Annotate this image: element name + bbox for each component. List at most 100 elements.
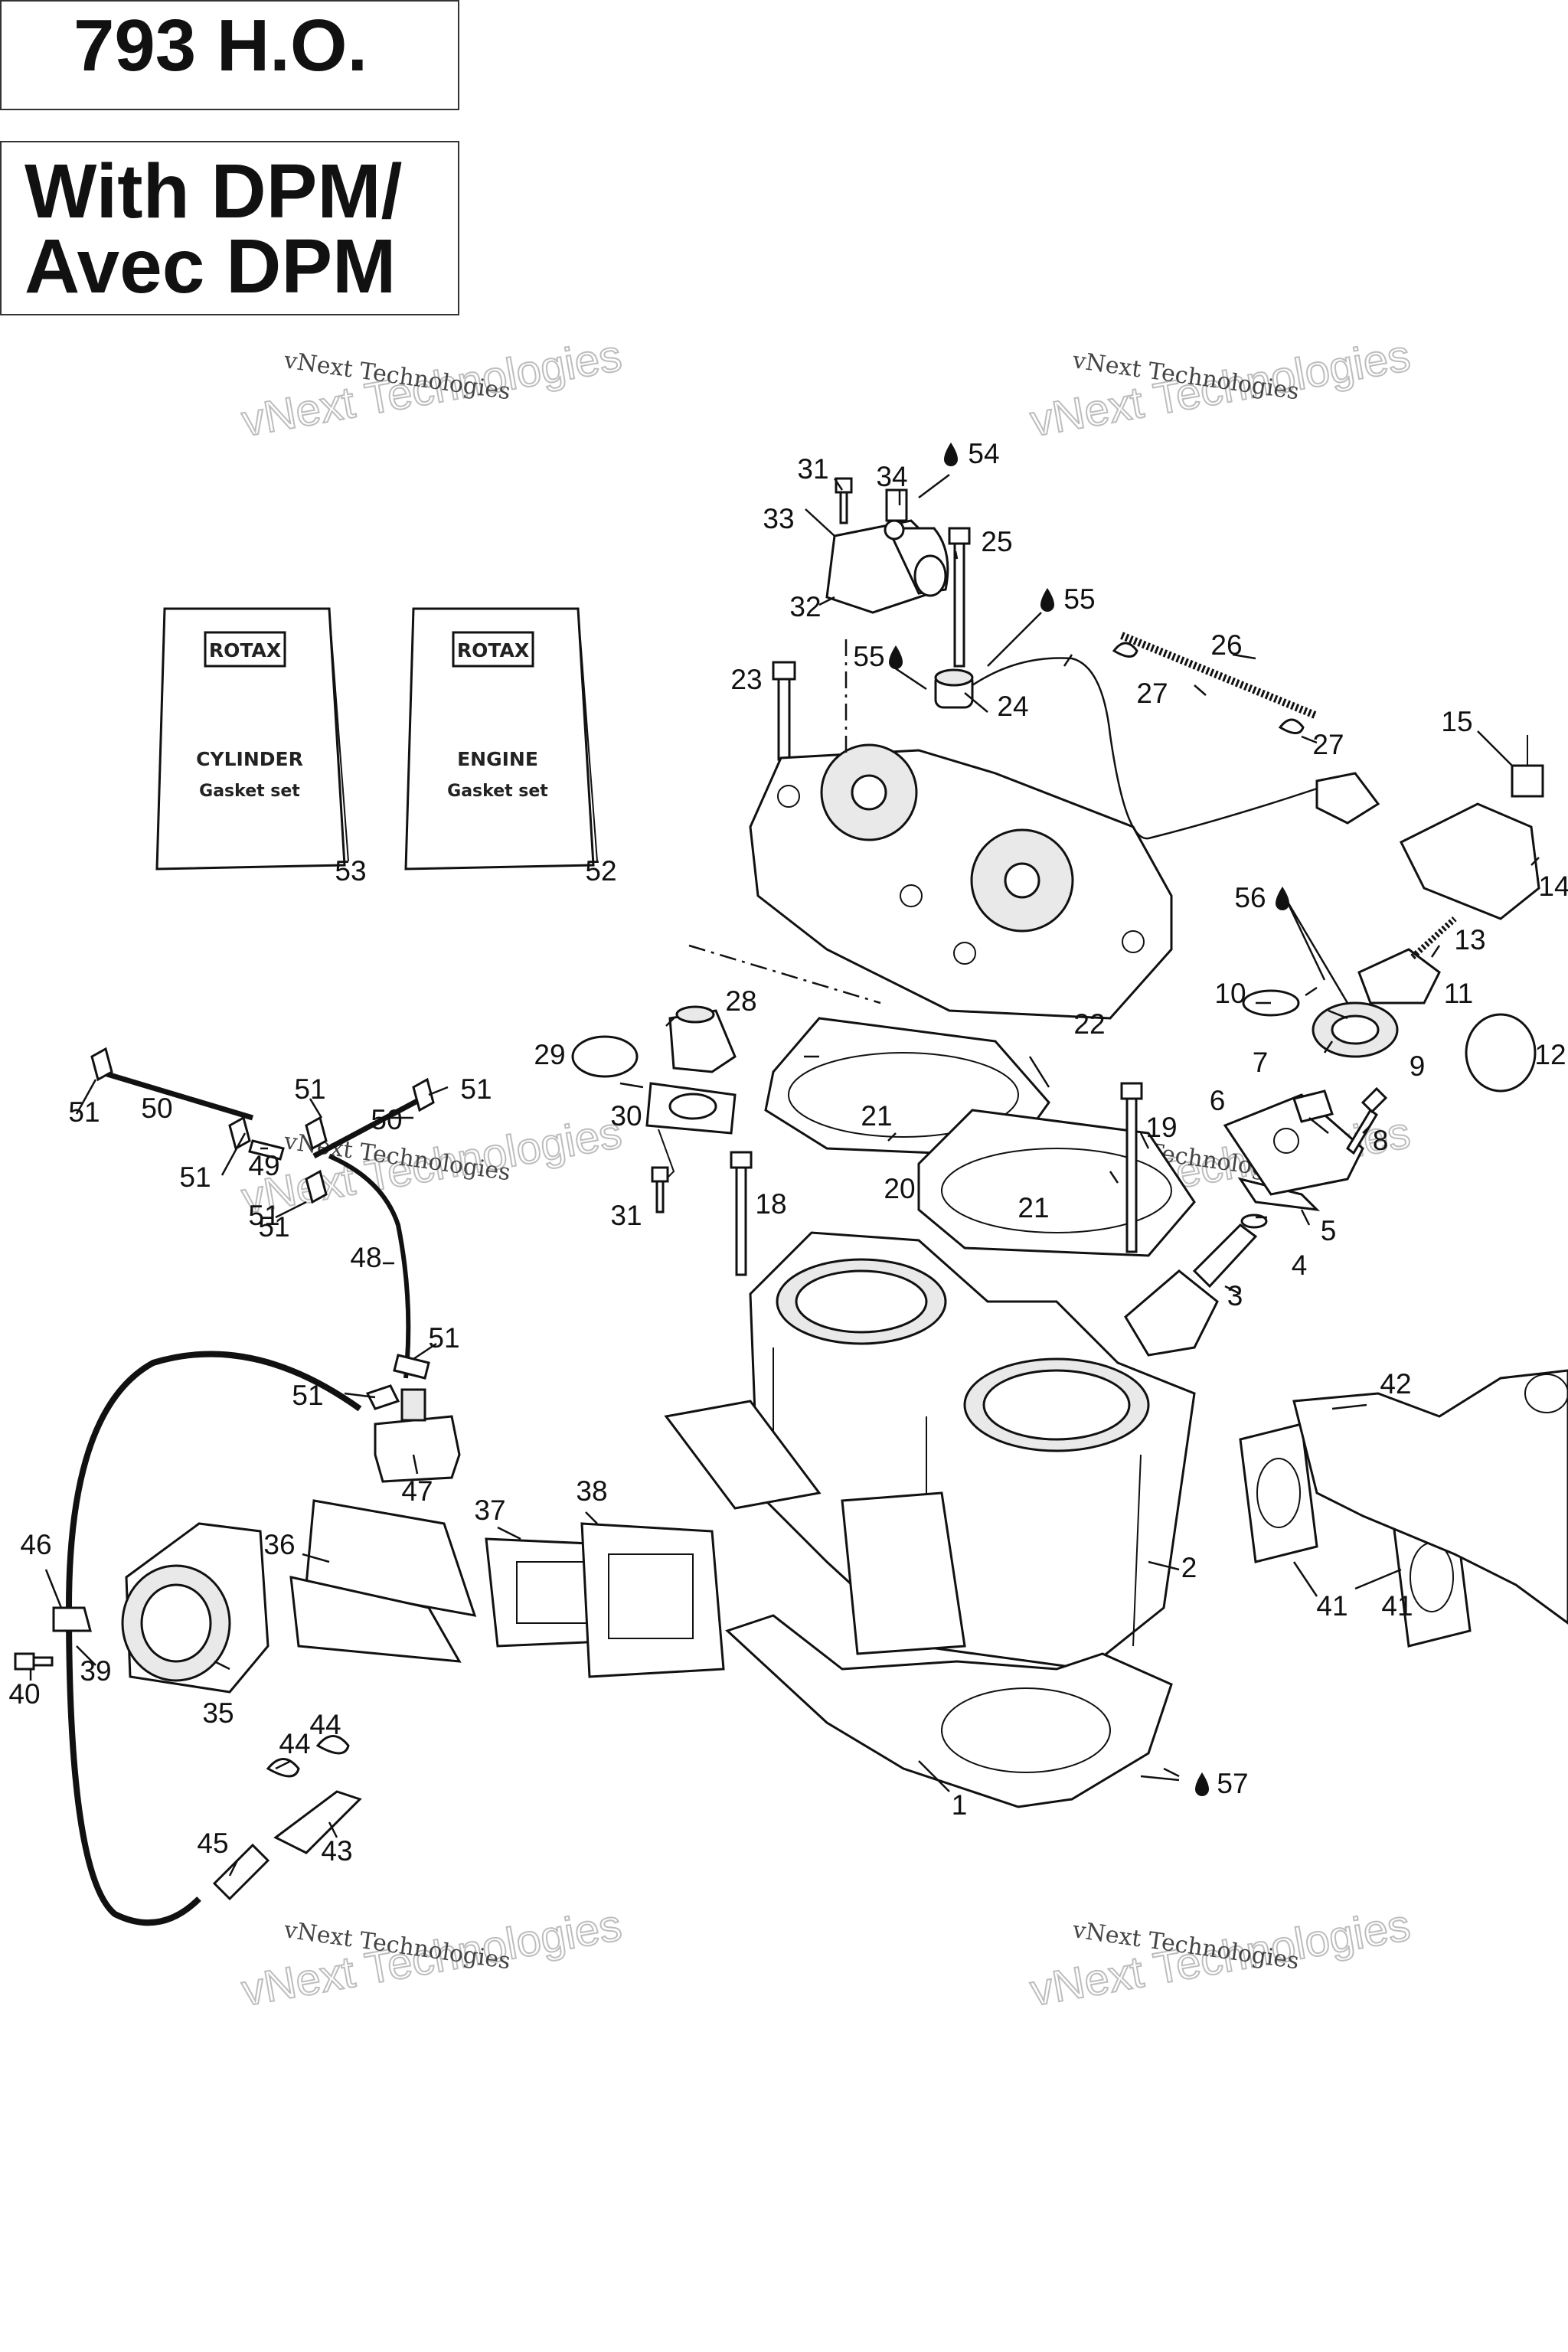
callout-6: 6 (1210, 1085, 1226, 1116)
base-gasket-1 (725, 1614, 1173, 1808)
hose-43 (273, 1790, 362, 1854)
watermark-top-left: vNext Technologies vNext Technologies (237, 330, 626, 447)
callout-50-a: 50 (141, 1093, 172, 1124)
cylinder-block-2 (749, 1231, 1196, 1671)
plug-34 (885, 488, 908, 522)
callout-51-b: 51 (294, 1073, 325, 1105)
bolt-23 (772, 661, 796, 761)
manifold-port (1524, 1374, 1568, 1413)
callout-10: 10 (1214, 978, 1246, 1009)
callout-26: 26 (1210, 629, 1242, 661)
callout-15: 15 (1441, 706, 1472, 737)
rod-50-left (98, 1069, 254, 1121)
head-gasket-20-bore (941, 1148, 1172, 1233)
knock-sensor-24 (934, 668, 974, 709)
rave-valve-3 (1124, 1223, 1258, 1357)
head-gasket-20 (917, 1109, 1196, 1257)
callout-14: 14 (1538, 871, 1568, 902)
callout-43: 43 (321, 1835, 352, 1867)
intake-adapter-35 (121, 1522, 270, 1694)
drop-icon (944, 443, 958, 466)
callout-12: 12 (1534, 1039, 1566, 1070)
callout-46: 46 (20, 1529, 51, 1560)
callout-38: 38 (576, 1475, 607, 1507)
drop-icon (1276, 887, 1289, 910)
callout-22: 22 (1073, 1008, 1105, 1040)
clamp-27 (1112, 642, 1138, 658)
head-gasket-21-bore (788, 1052, 1019, 1138)
watermark-top-right: vNext Technologies vNext Technologies (1026, 330, 1415, 447)
callout-labels: 1 2 3 4 5 6 7 8 9 10 11 12 13 14 15 18 1… (8, 438, 1568, 1867)
fitting-49 (248, 1139, 285, 1161)
clamp-44b (315, 1735, 350, 1755)
manifold-gasket-41a (1239, 1423, 1318, 1563)
clip-51-a (90, 1047, 113, 1082)
clamp-27b (1278, 718, 1305, 734)
reed-valve-38 (580, 1522, 725, 1678)
callout-37: 37 (474, 1494, 505, 1526)
o-ring-12 (1465, 1013, 1537, 1093)
callout-44-a: 44 (279, 1728, 310, 1759)
package-line1: ENGINE (457, 748, 538, 770)
reed-block-left (664, 1400, 822, 1510)
clip-51-mid (393, 1354, 430, 1380)
stud-18 (730, 1151, 753, 1276)
callout-33: 33 (763, 503, 794, 534)
callout-31-b: 31 (610, 1200, 642, 1231)
variant-title-line2: Avec DPM (24, 224, 397, 309)
leaders (29, 474, 1540, 1877)
connector (1315, 772, 1380, 825)
callout-20: 20 (884, 1173, 915, 1204)
callout-51-e: 51 (258, 1211, 289, 1243)
callout-21-b: 21 (1018, 1192, 1049, 1223)
model-title-box: 793 H.O. (0, 0, 459, 110)
valve-housing-6 (1223, 1093, 1364, 1196)
intake-manifold-42 (1292, 1369, 1568, 1625)
callout-53: 53 (335, 855, 366, 887)
rod-50-right (312, 1092, 430, 1159)
vent-hose-46 (65, 1351, 362, 1926)
callout-49: 49 (248, 1150, 279, 1181)
hose-48 (328, 1154, 411, 1379)
callout-52: 52 (585, 855, 616, 887)
reed-block-right (841, 1491, 966, 1655)
package-line2: Gasket set (199, 782, 300, 801)
callout-34: 34 (876, 461, 907, 492)
clip-51-c (412, 1077, 435, 1112)
watermark-mid-left: vNext Technologies vNext Technologies (237, 1107, 626, 1224)
callout-30: 30 (610, 1100, 642, 1132)
callout-18: 18 (755, 1188, 786, 1220)
bolt-8 (1346, 1086, 1388, 1155)
callout-57: 57 (1217, 1768, 1248, 1799)
callout-29: 29 (534, 1039, 565, 1070)
callout-27-b: 27 (1312, 729, 1344, 760)
callout-35: 35 (202, 1697, 234, 1729)
callout-23: 23 (730, 664, 762, 695)
cylinder-head-22 (749, 743, 1173, 1020)
callout-32: 32 (789, 591, 821, 622)
callout-4: 4 (1292, 1250, 1308, 1281)
drop-icon (1195, 1772, 1209, 1796)
manifold-gasket-41a-port (1256, 1458, 1301, 1528)
callout-31-a: 31 (797, 453, 828, 485)
drop-icons (889, 443, 1289, 1796)
package-brand: ROTAX (457, 639, 529, 662)
watermark-bottom-left: vNext Technologies vNext Technologies (237, 1900, 626, 2017)
knob-15 (1511, 735, 1544, 798)
callout-36: 36 (263, 1529, 295, 1560)
reed-valve-38-inner (608, 1553, 694, 1639)
thermostat-cover-30 (645, 1082, 737, 1180)
callout-56: 56 (1234, 882, 1266, 913)
leader-57 (1140, 1775, 1180, 1782)
centerline-gasket (688, 944, 881, 1004)
cap-7 (1292, 1089, 1334, 1123)
base-gasket-bore (941, 1687, 1111, 1773)
callout-39: 39 (80, 1655, 111, 1687)
callout-27-a: 27 (1136, 678, 1168, 709)
clip-51-e (305, 1169, 328, 1204)
callout-48: 48 (350, 1242, 381, 1273)
clip-51-b (228, 1116, 251, 1151)
bolt-25 (948, 527, 971, 668)
clamp-39 (52, 1606, 92, 1632)
fitting-45 (212, 1843, 270, 1901)
